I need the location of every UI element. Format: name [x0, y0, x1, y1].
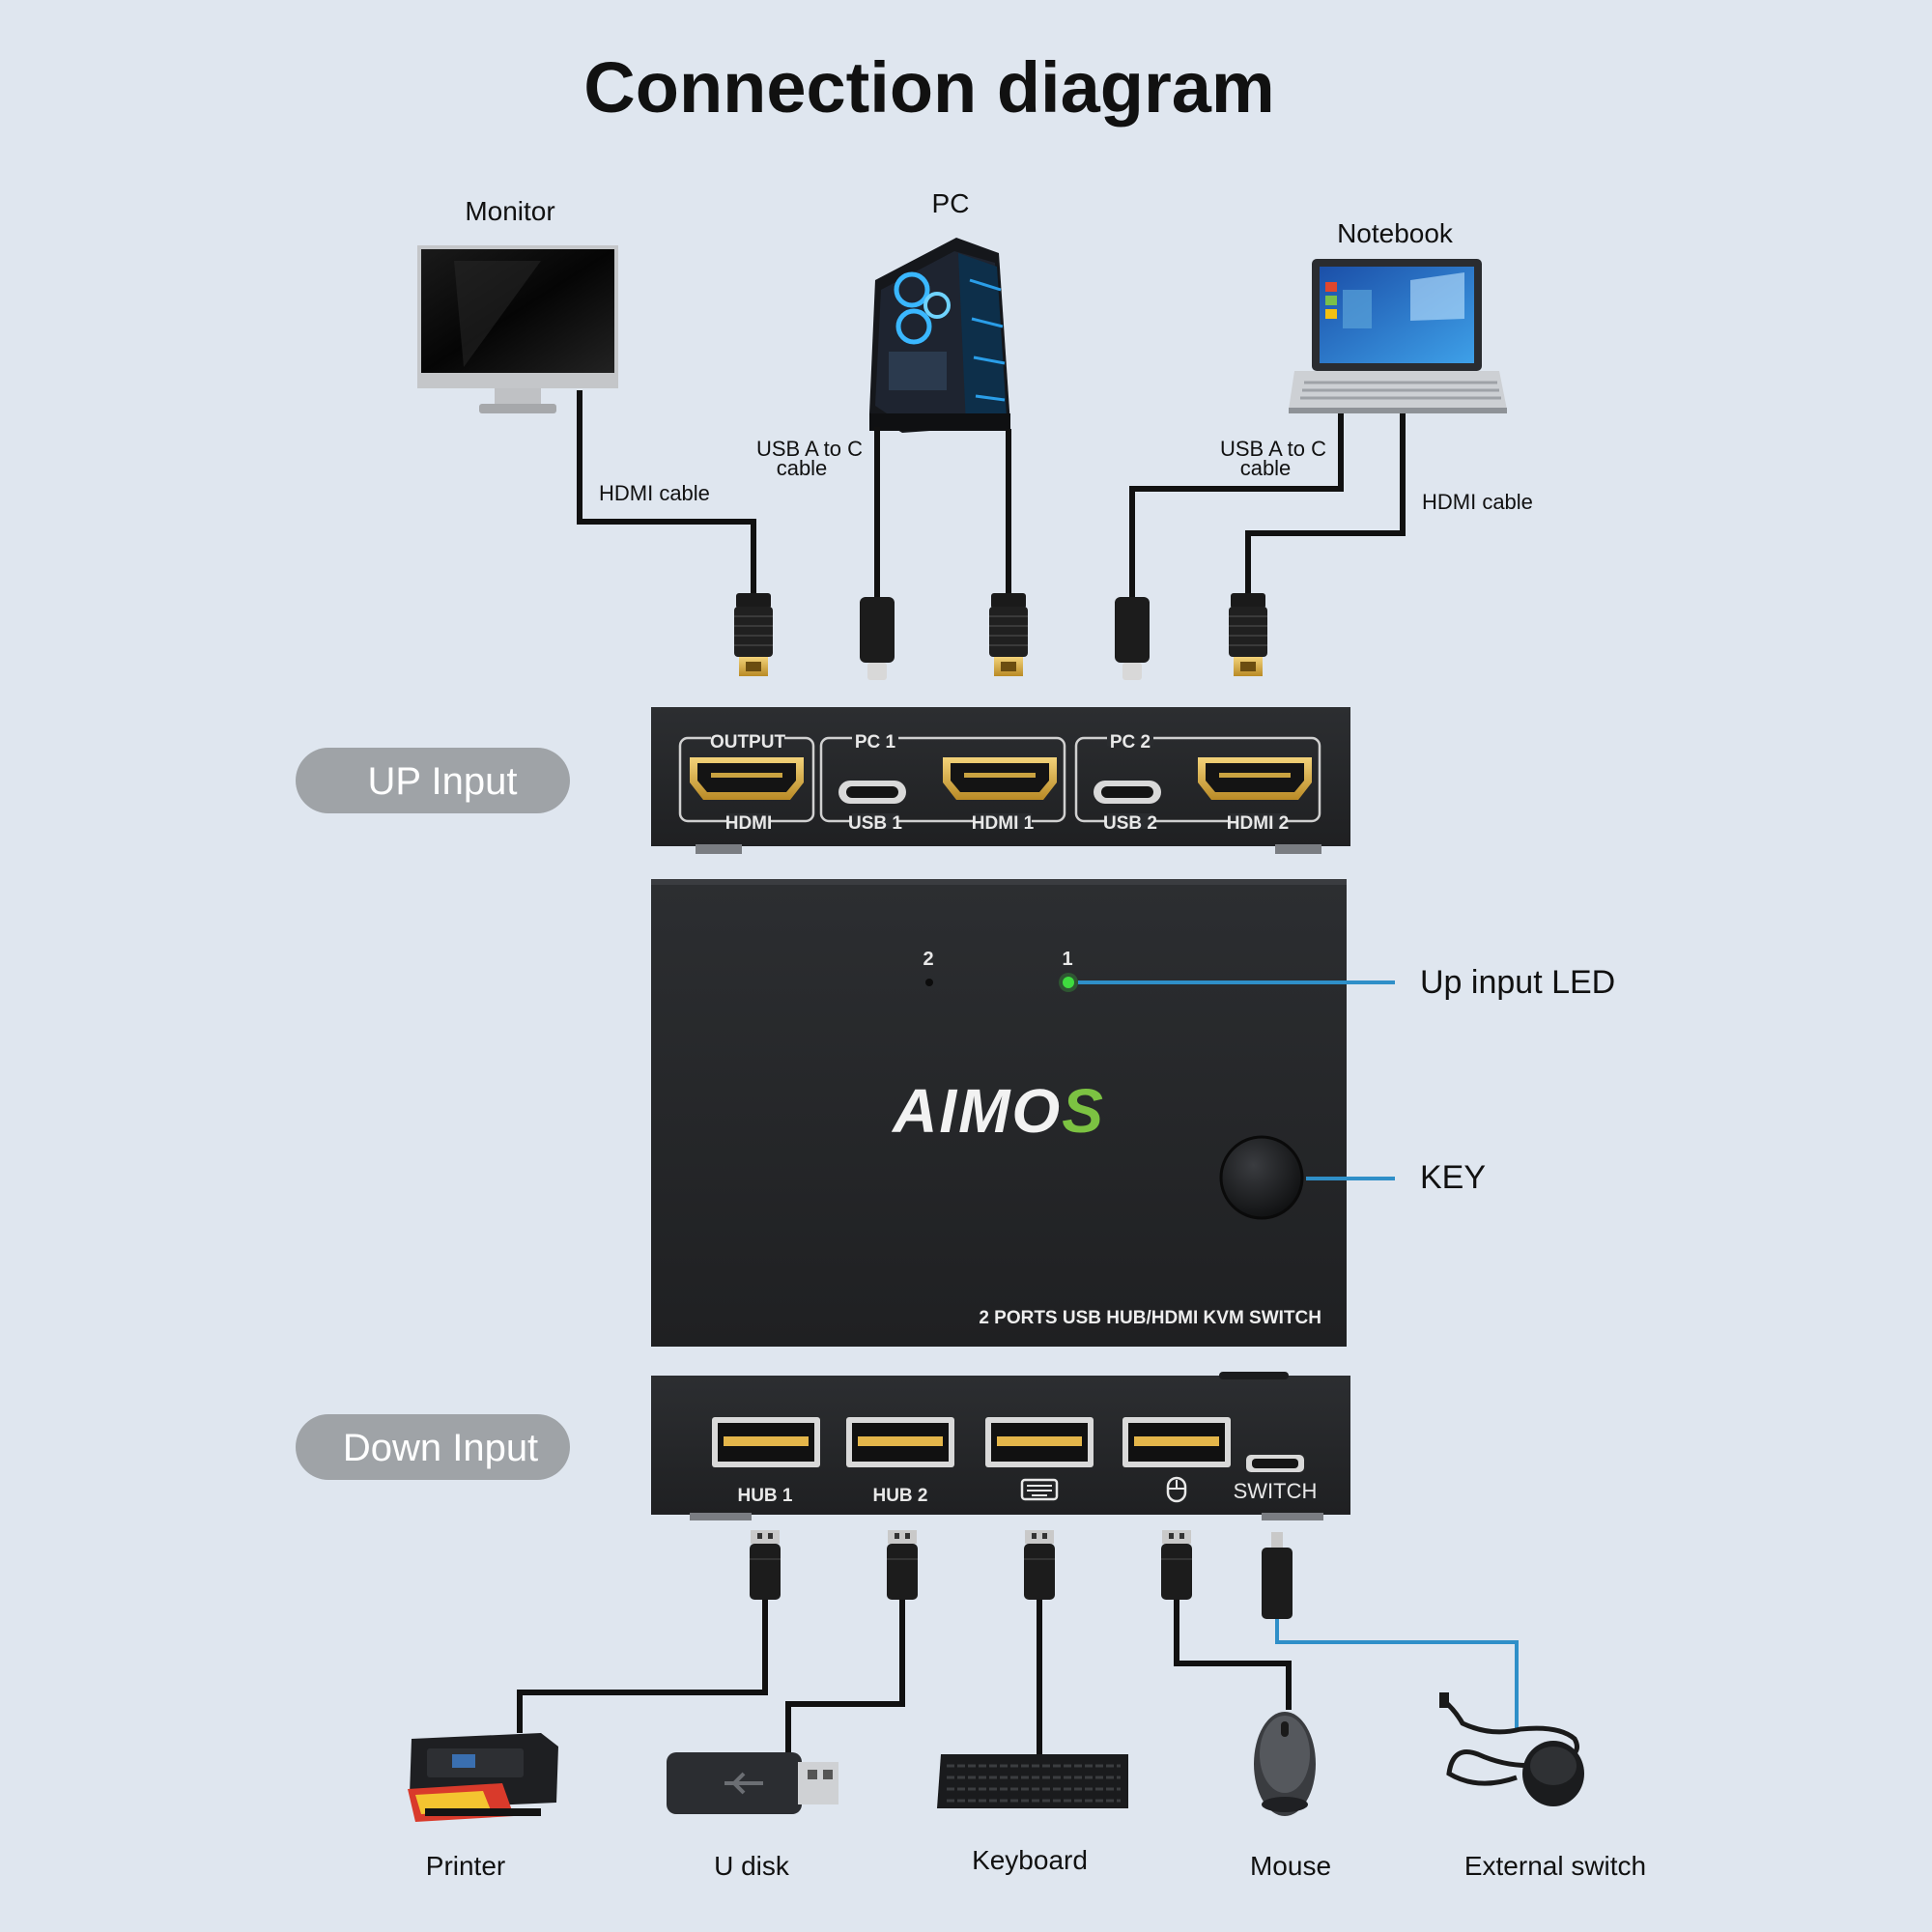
usb-cable-label-nb-line2: cable	[1240, 456, 1292, 480]
monitor-label: Monitor	[465, 196, 554, 226]
pc1-usb-label: USB 1	[848, 813, 902, 834]
hdmi-cable-label-left: HDMI cable	[599, 481, 710, 505]
pc1-group-label: PC 1	[855, 732, 896, 753]
cable-printer	[517, 1600, 768, 1733]
pc-label: PC	[932, 188, 970, 218]
micro-usb-plug-icon	[1262, 1532, 1293, 1619]
hdmi-cable-label-right: HDMI cable	[1422, 490, 1533, 514]
kvm-switch-box: 2 1 AIMOS 2 PORTS USB HUB/HDMI KVM SWITC…	[651, 879, 1347, 1347]
hub2-port[interactable]	[846, 1417, 954, 1467]
hdmi1-port[interactable]	[943, 757, 1057, 800]
monitor-icon	[417, 245, 618, 413]
hdmi-output-port[interactable]	[690, 757, 804, 800]
led1-label: 1	[1062, 949, 1072, 970]
usb-flash-drive-icon	[667, 1752, 838, 1814]
key-callout-label: KEY	[1420, 1159, 1486, 1196]
led-2	[925, 979, 933, 986]
usb-cable-label-pc-line2: cable	[777, 456, 828, 480]
diagram-title: Connection diagram	[583, 47, 1274, 128]
usb-cable-label-pc-line1: USB A to C	[756, 437, 863, 461]
key-button[interactable]	[1219, 1135, 1304, 1220]
laptop-icon	[1289, 259, 1507, 413]
output-hdmi-label: HDMI	[725, 813, 773, 834]
usb-a-plug-icon	[749, 1529, 781, 1601]
printer-label: Printer	[426, 1851, 505, 1881]
hdmi-cable-monitor	[577, 390, 756, 595]
switch-caption: 2 PORTS USB HUB/HDMI KVM SWITCH	[979, 1308, 1321, 1328]
led2-label: 2	[923, 949, 933, 970]
switch-port-label: SWITCH	[1234, 1479, 1318, 1503]
keyboard-port-icon	[1020, 1478, 1059, 1501]
brand-logo: AIMOS	[891, 1076, 1105, 1146]
external-switch-icon	[1439, 1692, 1584, 1806]
cable-udisk	[785, 1600, 905, 1752]
usb-c-plug-icon	[860, 597, 895, 680]
down-input-panel: HUB 1 HUB 2 SWITCH	[651, 1372, 1350, 1520]
up-input-panel: OUTPUT HDMI PC 1 USB 1 HDMI 1 PC 2 USB 2…	[651, 707, 1350, 854]
output-group-label: OUTPUT	[710, 732, 786, 753]
pc2-hdmi-label: HDMI 2	[1227, 813, 1289, 834]
pc1-hdmi-label: HDMI 1	[972, 813, 1035, 834]
led-1	[1063, 977, 1074, 988]
hub1-port[interactable]	[712, 1417, 820, 1467]
pc2-group-label: PC 2	[1110, 732, 1151, 753]
udisk-label: U disk	[714, 1851, 790, 1881]
mouse-icon	[1254, 1712, 1316, 1816]
hdmi-plug-icon	[1228, 592, 1268, 677]
hdmi-plug-icon	[733, 592, 774, 677]
usb-c-plug-icon	[1115, 597, 1150, 680]
cable-mouse	[1174, 1600, 1292, 1710]
mouse-port-icon	[1166, 1476, 1187, 1503]
keyboard-icon	[937, 1754, 1128, 1808]
keyboard-label: Keyboard	[972, 1845, 1088, 1875]
up-input-pill: UP Input	[296, 748, 570, 813]
printer-icon	[408, 1733, 558, 1822]
down-input-pill: Down Input	[296, 1414, 570, 1480]
hdmi-cable-notebook	[1245, 413, 1406, 595]
led-callout-label: Up input LED	[1420, 964, 1615, 1001]
usb-c-port-2[interactable]	[1094, 781, 1161, 804]
hub1-label: HUB 1	[737, 1486, 792, 1506]
usb-cable-notebook	[1129, 413, 1344, 599]
hub2-label: HUB 2	[872, 1486, 927, 1506]
hdmi-plug-icon	[988, 592, 1029, 677]
mouse-port[interactable]	[1122, 1417, 1231, 1467]
usb-c-port-1[interactable]	[838, 781, 906, 804]
pc2-usb-label: USB 2	[1103, 813, 1157, 834]
mouse-label: Mouse	[1250, 1851, 1331, 1881]
cable-external-switch	[1275, 1619, 1519, 1729]
usb-a-plug-icon	[886, 1529, 919, 1601]
micro-usb-switch-port[interactable]	[1246, 1455, 1304, 1472]
hdmi2-port[interactable]	[1198, 757, 1312, 800]
external-switch-label: External switch	[1464, 1851, 1646, 1881]
usb-a-plug-icon	[1023, 1529, 1056, 1601]
usb-a-plug-icon	[1160, 1529, 1193, 1601]
down-input-label: Down Input	[343, 1427, 538, 1469]
notebook-label: Notebook	[1337, 218, 1454, 248]
pc-tower-icon	[869, 238, 1010, 433]
usb-cable-label-nb-line1: USB A to C	[1220, 437, 1326, 461]
up-input-label: UP Input	[368, 760, 518, 803]
keyboard-port[interactable]	[985, 1417, 1094, 1467]
